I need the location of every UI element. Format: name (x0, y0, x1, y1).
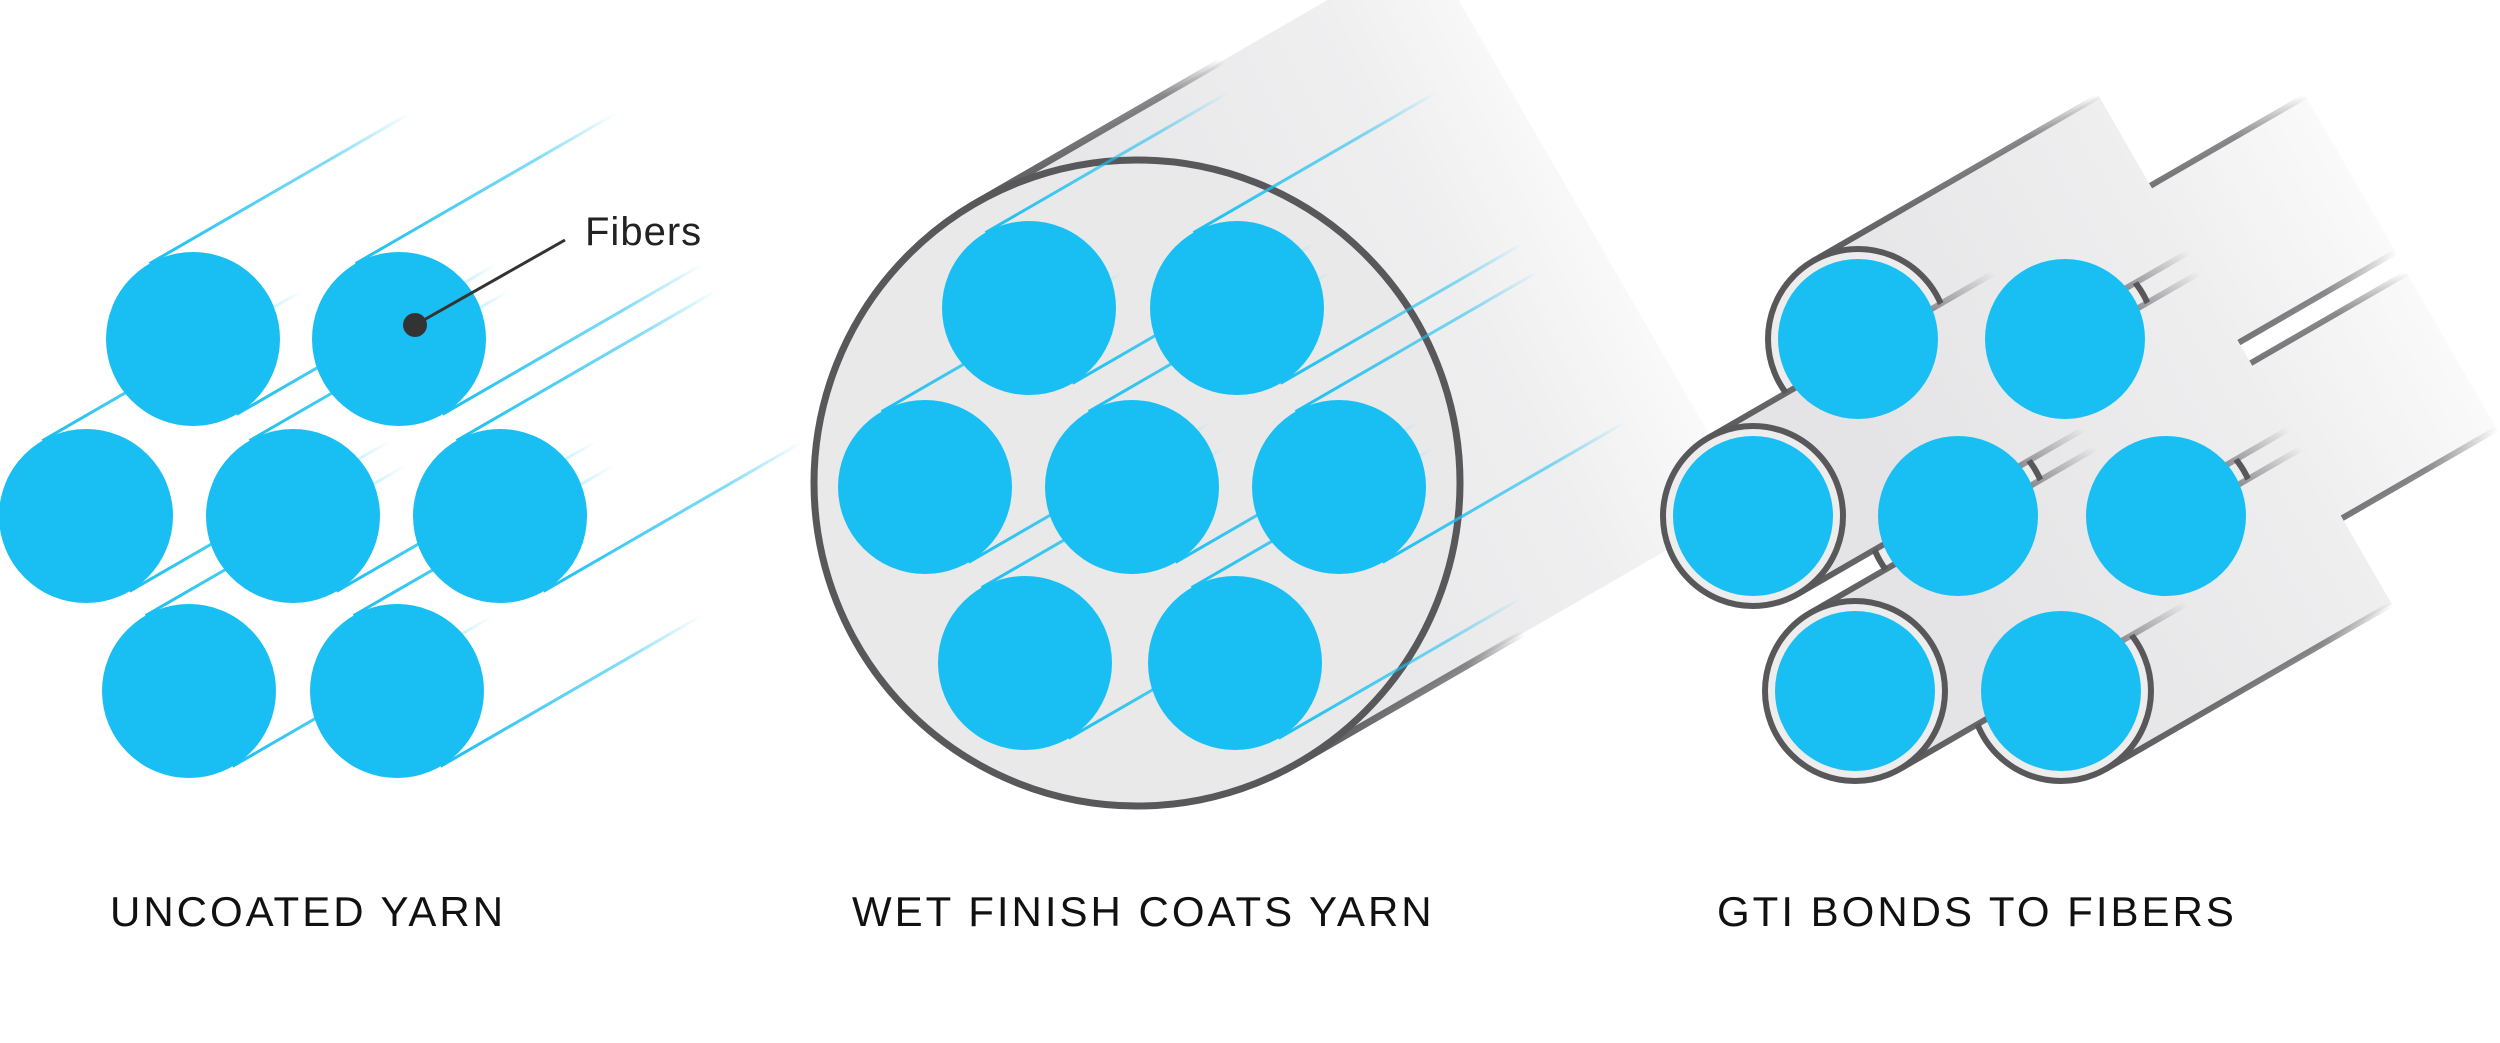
coated-fiber-7 (1148, 576, 1322, 750)
coated-fiber-streak (1279, 242, 1524, 385)
uncoated-fiber-streak (439, 615, 702, 768)
gti-tube-bottom-edge (2104, 601, 2394, 772)
uncoated-fiber-6 (102, 604, 276, 778)
uncoated-fiber-2 (312, 252, 486, 426)
coated-fiber-3 (838, 400, 1012, 574)
uncoated-fiber-streak (455, 289, 718, 442)
coated-fiber-streak (1294, 270, 1539, 413)
gti-fiber-7 (1981, 611, 2141, 771)
caption-gti-bonds-to-fibers: GTI BONDS TO FIBERS (1717, 888, 2237, 935)
coated-fiber-6 (938, 576, 1112, 750)
gti-fiber-1 (1778, 259, 1938, 419)
gti-tube-top-edge (1811, 93, 2101, 264)
coated-fiber-streak (1381, 421, 1626, 564)
uncoated-fiber-3 (0, 429, 173, 603)
coated-fiber-4 (1045, 400, 1219, 574)
gti-fiber-3 (1673, 436, 1833, 596)
uncoated-fiber-streak (354, 112, 617, 265)
uncoated-fiber-4 (206, 429, 380, 603)
coated-fiber-5 (1252, 400, 1426, 574)
caption-uncoated-yarn: UNCOATED YARN (110, 888, 507, 935)
uncoated-fiber-streak (148, 112, 411, 265)
coated-fiber-streak (1277, 597, 1522, 740)
coated-fiber-streak (984, 91, 1229, 234)
gti-fiber-6 (1775, 611, 1935, 771)
coated-fiber-streak (1192, 91, 1437, 234)
caption-wet-finish-coats-yarn: WET FINISH COATS YARN (852, 888, 1435, 935)
coated-fiber-1 (942, 221, 1116, 395)
fibers-callout-dot (403, 313, 427, 337)
fiber-layer (0, 221, 2246, 778)
uncoated-fiber-streak (542, 440, 805, 593)
coated-fiber-2 (1150, 221, 1324, 395)
uncoated-fiber-5 (413, 429, 587, 603)
callout-layer (403, 238, 566, 337)
uncoated-fiber-streak (441, 263, 704, 416)
gti-fiber-4 (1878, 436, 2038, 596)
uncoated-fiber-1 (106, 252, 280, 426)
uncoated-fiber-7 (310, 604, 484, 778)
gti-fiber-2 (1985, 259, 2145, 419)
fibers-callout-line (414, 238, 566, 327)
fibers-callout-label: Fibers (585, 210, 703, 254)
gti-fiber-5 (2086, 436, 2246, 596)
